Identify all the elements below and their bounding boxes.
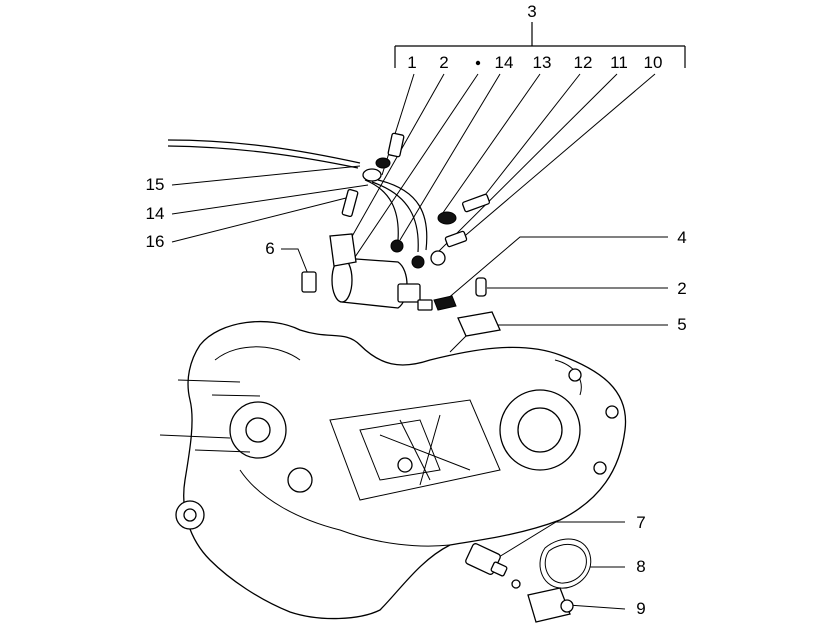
right-leaders (445, 236, 668, 610)
callout-right-4: 4 (677, 228, 686, 247)
callout-top-11: 11 (610, 53, 628, 72)
callout-left-6: 6 (265, 239, 274, 258)
spring-washer-icon (437, 211, 457, 225)
callout-top-1: 1 (407, 53, 416, 72)
cap-icon (527, 587, 571, 623)
callout-top-12: 12 (574, 53, 593, 72)
screw-icon (461, 193, 491, 213)
harness-fasteners (341, 132, 425, 269)
callout-left-15: 15 (146, 175, 165, 194)
sleeve-icon (301, 271, 317, 293)
terminal-nut-icon (411, 255, 425, 269)
washer-icon (430, 250, 446, 266)
callout-right-5: 5 (677, 315, 686, 334)
starter-motor (329, 233, 433, 311)
left-leaders (171, 165, 369, 275)
group-bracket (394, 22, 686, 68)
callout-top-14: 14 (495, 53, 514, 72)
callout-top-10: 10 (644, 53, 663, 72)
callout-right-2: 2 (677, 279, 686, 298)
bendix-parts (433, 277, 501, 353)
starter-terminal-parts (430, 193, 491, 266)
bullet-dot (475, 60, 481, 66)
callout-top-13: 13 (533, 53, 552, 72)
top-leaders (349, 73, 656, 261)
screw-icon (341, 188, 359, 218)
screw-icon (444, 230, 468, 248)
drain-parts (465, 538, 592, 623)
gasket-icon (539, 538, 592, 589)
callout-right-7: 7 (636, 513, 645, 532)
shim-icon (433, 295, 457, 311)
bracket-icon (457, 311, 501, 337)
callout-left-14: 14 (146, 204, 165, 223)
terminal-nut-icon (390, 239, 404, 253)
crankcase (159, 320, 627, 620)
bolt-icon (475, 277, 487, 297)
washer-icon (362, 168, 382, 182)
callout-3: 3 (527, 2, 536, 21)
callout-right-9: 9 (636, 599, 645, 618)
callout-left-16: 16 (146, 232, 165, 251)
wiring-harness (167, 139, 428, 253)
seal-icon (511, 579, 521, 589)
nut-icon (375, 157, 391, 169)
bolt-icon (387, 132, 405, 158)
callout-right-8: 8 (636, 557, 645, 576)
callout-top-2: 2 (439, 53, 448, 72)
